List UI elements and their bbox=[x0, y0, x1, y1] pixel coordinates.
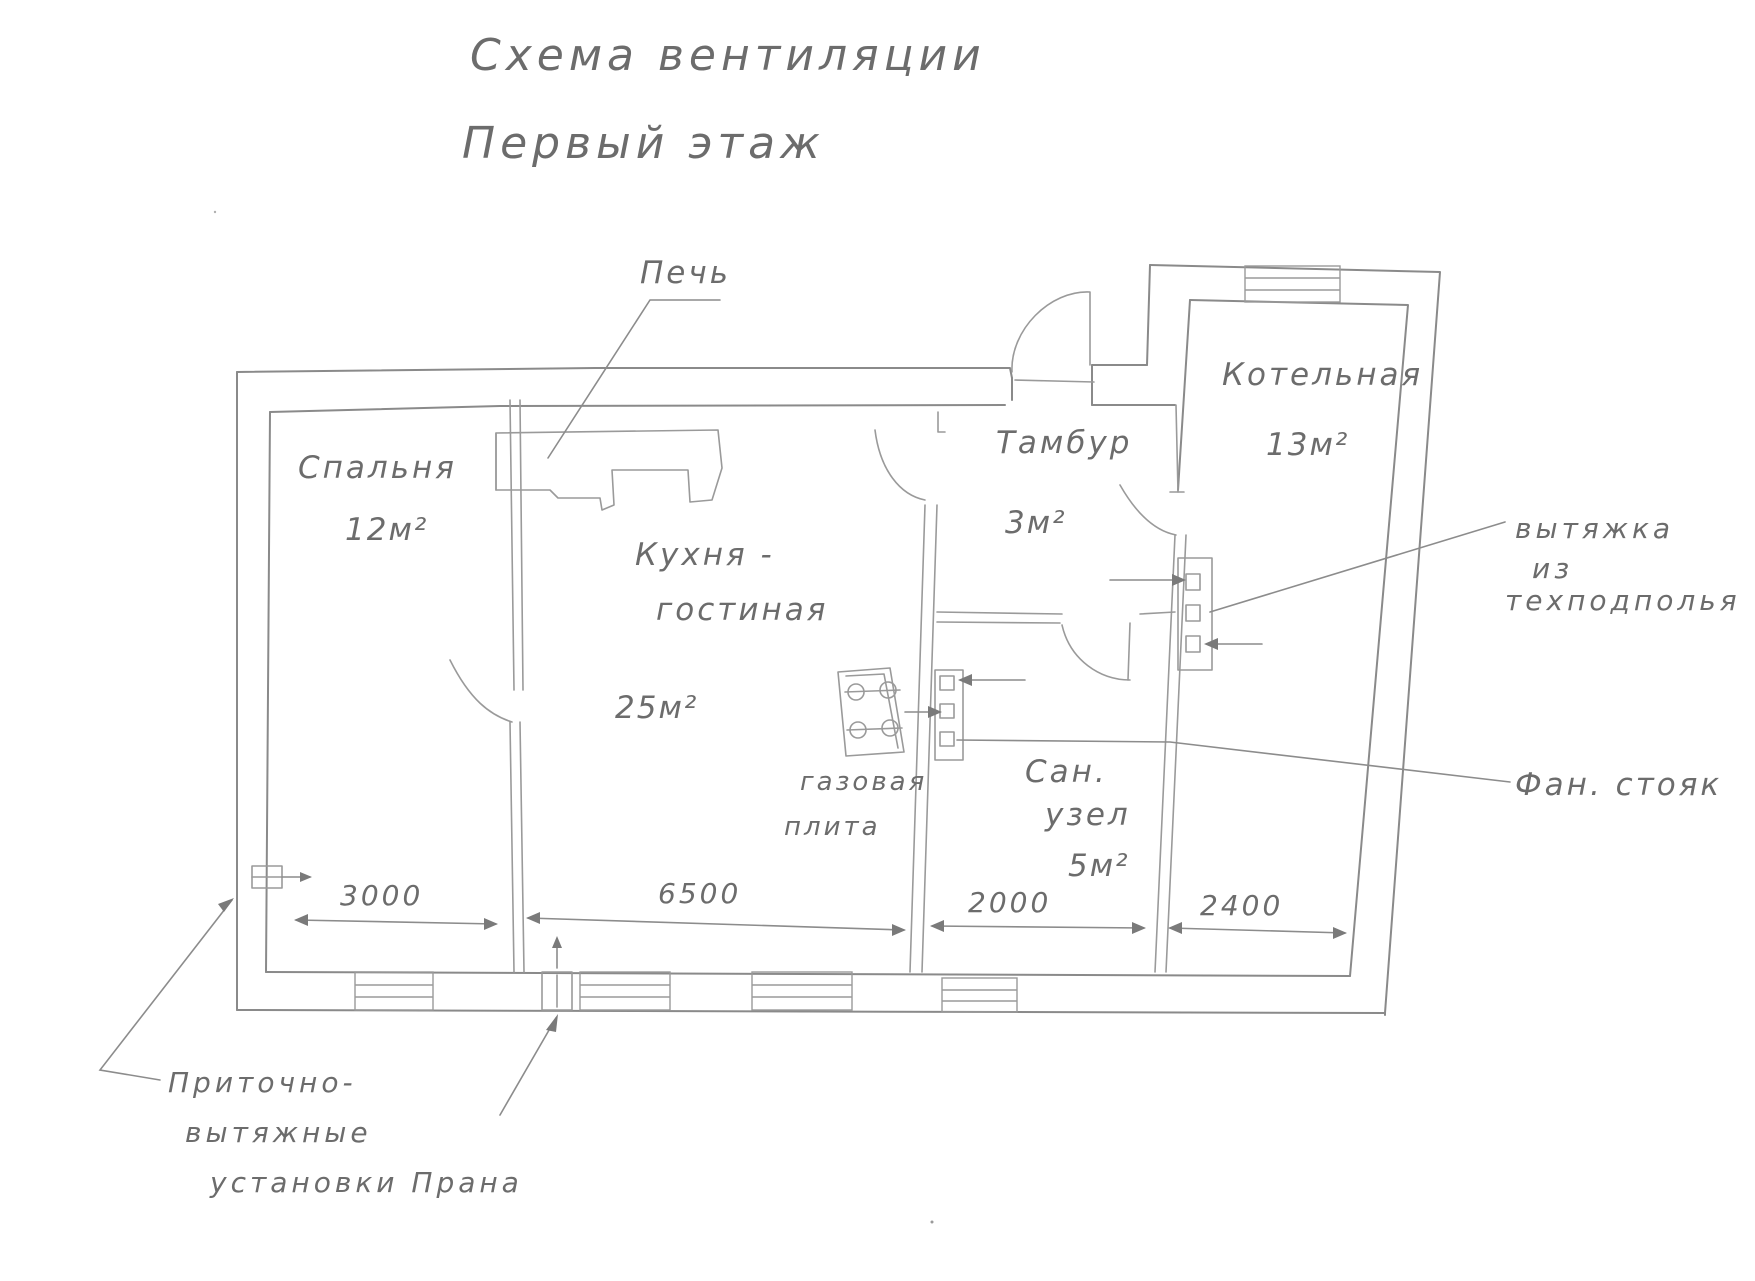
prana-leader-line-left bbox=[98, 899, 233, 1081]
room-boiler-area: 13м² bbox=[1266, 427, 1349, 463]
exhaust-label-line2: из bbox=[1532, 552, 1573, 585]
prana-label-line3: установки Прана bbox=[209, 1166, 523, 1199]
gas-stove-label-line1: газовая bbox=[800, 767, 927, 797]
dimension-boiler: 2400 bbox=[1200, 889, 1283, 922]
prana-units bbox=[251, 865, 573, 1011]
room-kitchen-name-line2: гостиная bbox=[656, 592, 828, 628]
windows bbox=[354, 265, 1341, 1013]
dimension-lines bbox=[294, 912, 1347, 939]
prana-label-line1: Приточно- bbox=[168, 1066, 357, 1099]
room-bathroom-area: 5м² bbox=[1068, 848, 1130, 884]
room-boiler-name: Котельная bbox=[1222, 357, 1423, 393]
exhaust-label-line3: техподполья bbox=[1505, 584, 1741, 617]
fan-riser-label: Фан. стояк bbox=[1515, 767, 1722, 803]
interior-walls bbox=[509, 399, 1187, 973]
gas-stove-label-line2: плита bbox=[784, 812, 881, 842]
room-vestibule-area: 3м² bbox=[1005, 505, 1067, 541]
outer-walls bbox=[236, 264, 1441, 1016]
gas-stove bbox=[837, 667, 905, 757]
furnace-label: Печь bbox=[640, 255, 731, 291]
prana-label-line2: вытяжные bbox=[185, 1116, 372, 1149]
diagram-subtitle: Первый этаж bbox=[462, 118, 825, 169]
room-bathroom-name-line1: Сан. bbox=[1025, 754, 1108, 790]
room-bedroom-name: Спальня bbox=[298, 450, 457, 486]
room-bathroom-name-line2: узел bbox=[1044, 797, 1131, 833]
underfloor-exhaust-ducts bbox=[1109, 521, 1506, 671]
prana-arrow-left bbox=[218, 898, 234, 912]
doors bbox=[449, 291, 1185, 723]
prana-arrow-right bbox=[546, 1014, 558, 1032]
fan-riser-ducts bbox=[904, 669, 1511, 783]
prana-leader-line-right bbox=[499, 1017, 557, 1116]
furnace bbox=[495, 429, 723, 511]
room-bedroom-area: 12м² bbox=[345, 512, 428, 548]
dimension-kitchen: 6500 bbox=[658, 877, 741, 910]
diagram-title: Схема вентиляции bbox=[470, 30, 986, 81]
room-kitchen-area: 25м² bbox=[615, 690, 698, 726]
pencil-dot bbox=[930, 1220, 934, 1224]
room-kitchen-name-line1: Кухня - bbox=[635, 537, 775, 573]
furnace-leader-line bbox=[547, 299, 721, 459]
pencil-dot bbox=[213, 210, 217, 214]
exhaust-label-line1: вытяжка bbox=[1515, 512, 1674, 545]
dimension-bedroom: 3000 bbox=[340, 879, 423, 912]
dimension-bathroom: 2000 bbox=[968, 886, 1051, 919]
room-vestibule-name: Тамбур bbox=[996, 425, 1132, 461]
